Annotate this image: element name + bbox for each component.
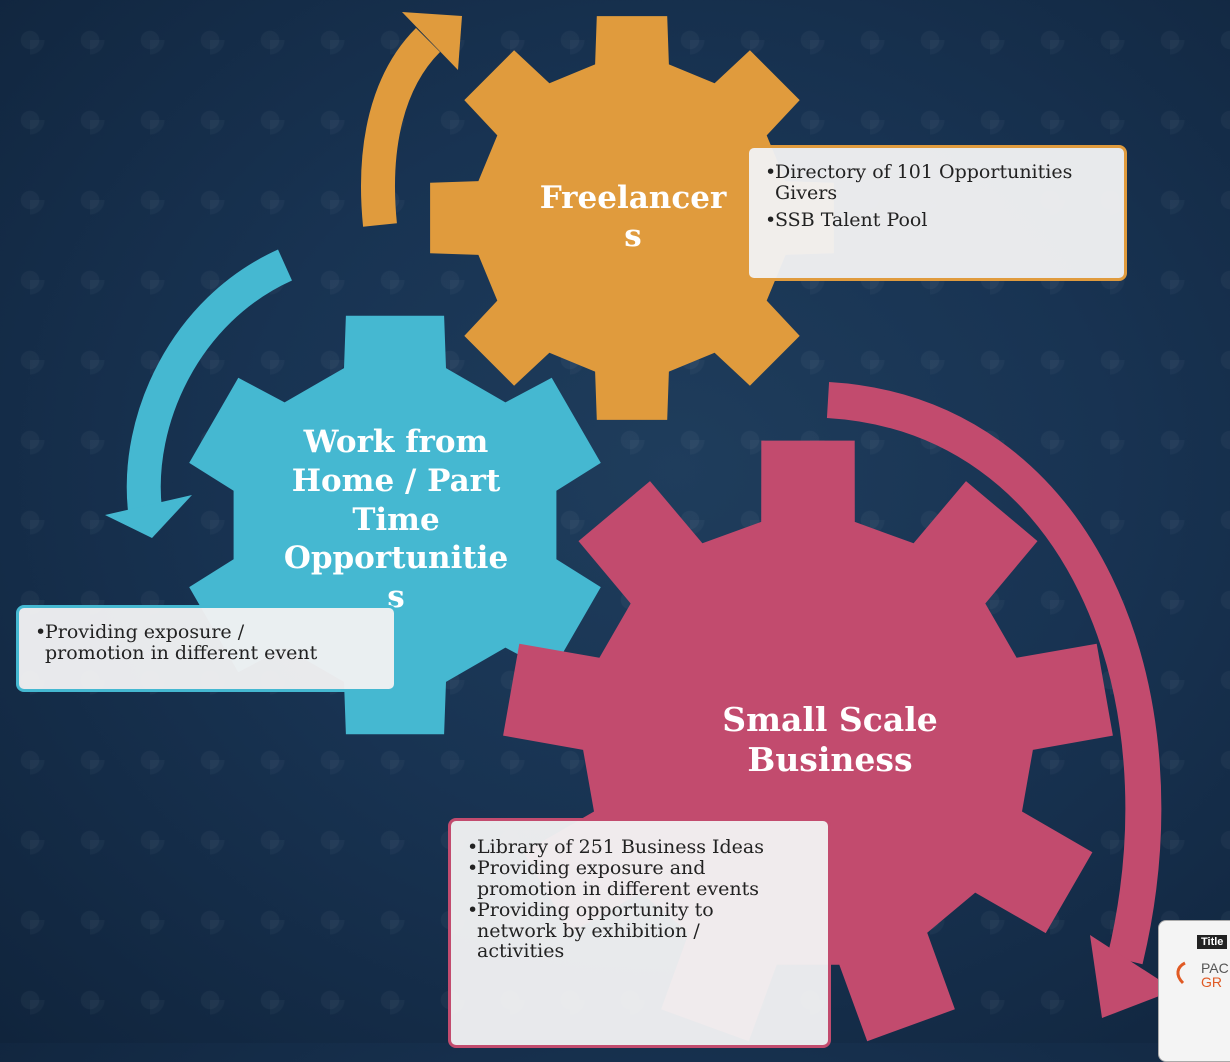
small-scale-bullet-list: Library of 251 Business Ideas Providing … [467, 837, 816, 962]
small-scale-bullet-item: Library of 251 Business Ideas [467, 837, 816, 858]
work-from-home-bullet-list: Providing exposure / promotion in differ… [35, 622, 382, 664]
gear-freelancers [430, 16, 834, 420]
small-scale-bullet-item: Providing exposure and promotion in diff… [467, 857, 807, 900]
orange-arrowhead-icon [402, 12, 462, 70]
gear-label-freelancers: Freelancer s [539, 180, 727, 254]
corner-badge: Title PAC GR [1158, 920, 1230, 1062]
blue-cycle-arrow [126, 249, 293, 512]
pink-arrowhead-icon [1090, 935, 1175, 1018]
badge-line-1: PAC [1201, 960, 1229, 976]
orange-cycle-arrow [361, 27, 441, 227]
small-scale-bullet-item: Providing opportunity to network by exhi… [467, 899, 767, 963]
badge-logo-icon [1176, 961, 1186, 985]
badge-line-2: GR [1201, 974, 1222, 990]
small-scale-callout-box: Library of 251 Business Ideas Providing … [448, 818, 831, 1048]
gear-freelancers-shape [430, 16, 834, 420]
freelancers-bullet-item: SSB Talent Pool [765, 209, 1112, 231]
gear-label-small-scale: Small Scale Business [722, 700, 938, 780]
badge-text: PAC GR [1201, 961, 1229, 989]
work-from-home-callout-box: Providing exposure / promotion in differ… [16, 605, 397, 692]
gear-label-work-from-home: Work from Home / Part Time Opportunitie … [283, 424, 509, 615]
freelancers-callout-box: Directory of 101 Opportunities Givers SS… [746, 145, 1127, 281]
blue-arrowhead-icon [105, 495, 192, 538]
freelancers-bullet-item: Directory of 101 Opportunities Givers [765, 162, 1112, 204]
pink-cycle-arrow [826, 382, 1162, 965]
work-from-home-bullet-item: Providing exposure / promotion in differ… [35, 622, 335, 664]
freelancers-bullet-list: Directory of 101 Opportunities Givers SS… [765, 162, 1112, 231]
badge-title: Title [1197, 935, 1228, 949]
